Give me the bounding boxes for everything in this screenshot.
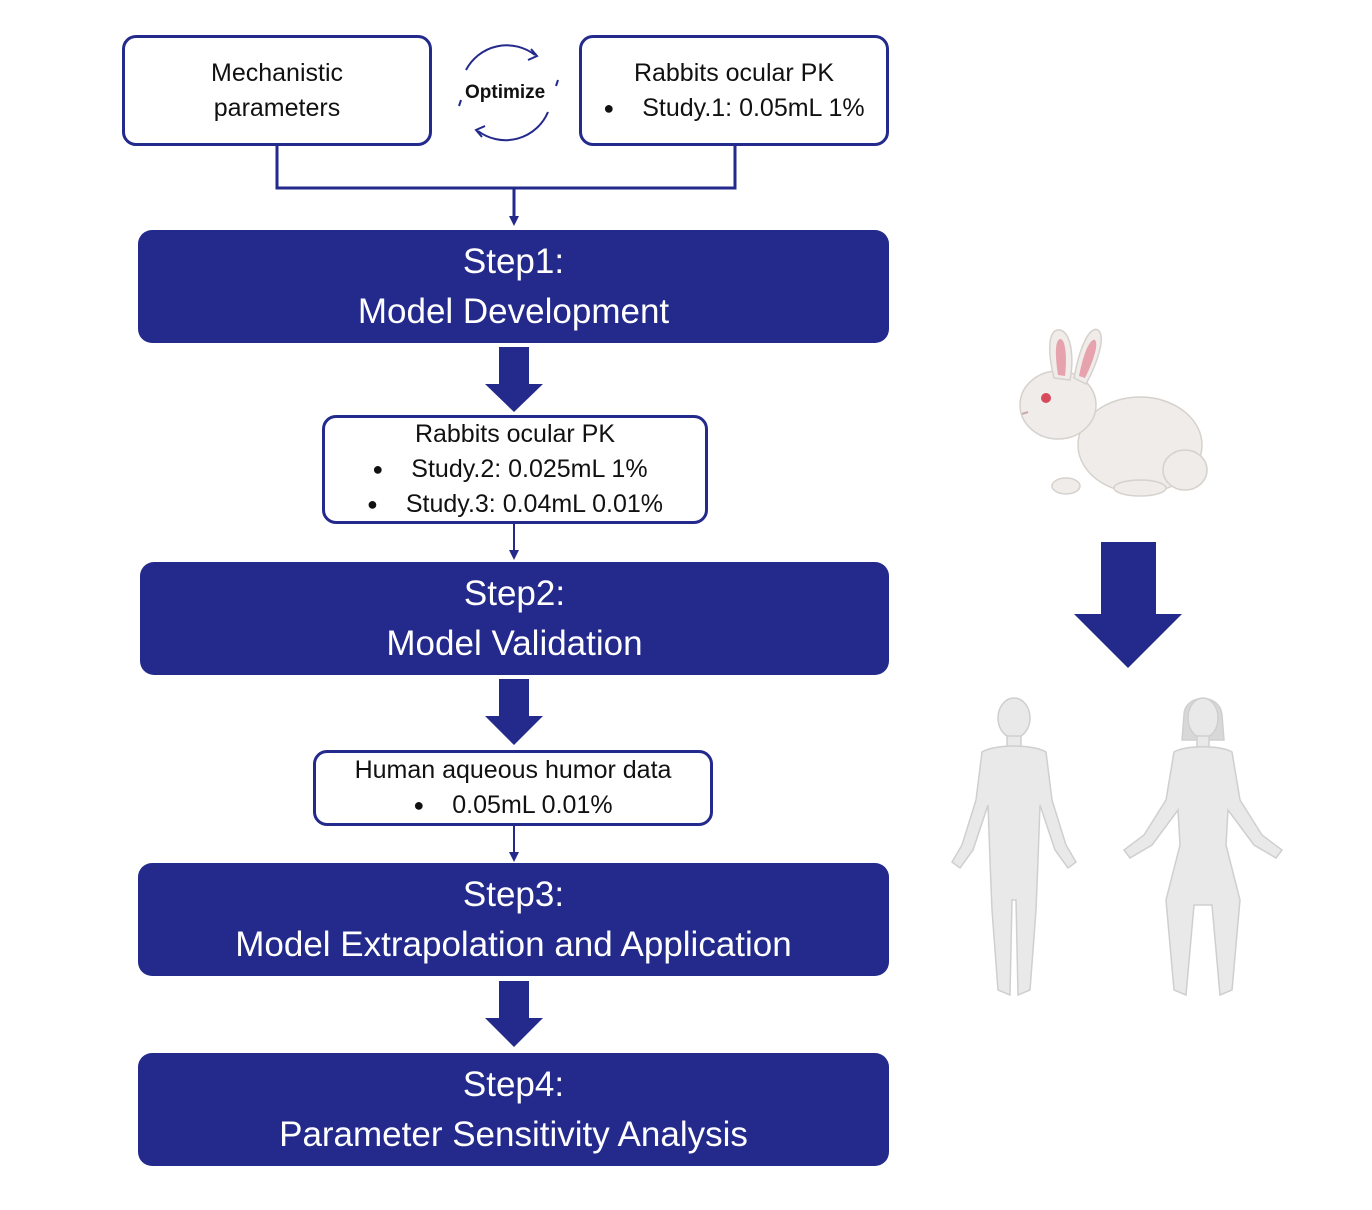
down-arrow-icon xyxy=(485,347,1182,1047)
merge-connector xyxy=(275,146,737,226)
bullet-text: Study.3: 0.04mL 0.01% xyxy=(405,490,663,518)
bullet-text: Study.1: 0.05mL 1% xyxy=(642,93,865,122)
step2-box: Step2: Model Validation xyxy=(140,562,889,675)
human-data-box: Human aqueous humor data ● 0.05mL 0.01% xyxy=(313,750,713,826)
human-male-icon xyxy=(951,697,1077,997)
step4-box: Step4: Parameter Sensitivity Analysis xyxy=(138,1053,889,1166)
mechanistic-parameters-box: Mechanistic parameters xyxy=(122,35,432,146)
bullet-text: 0.05mL 0.01% xyxy=(452,791,613,819)
step3-box: Step3: Model Extrapolation and Applicati… xyxy=(138,863,889,976)
step3-subtitle: Model Extrapolation and Application xyxy=(235,924,792,964)
mechanistic-line1: Mechanistic xyxy=(211,58,343,87)
mechanistic-line2: parameters xyxy=(213,93,341,122)
step4-subtitle: Parameter Sensitivity Analysis xyxy=(279,1114,748,1154)
human-bullet-1: ● 0.05mL 0.01% xyxy=(413,788,612,823)
bullet-dot: ● xyxy=(603,97,615,118)
bullet-text: Study.2: 0.025mL 1% xyxy=(411,455,648,483)
step3-title: Step3: xyxy=(462,874,565,914)
step2-title: Step2: xyxy=(463,573,566,613)
optimize-label: Optimize xyxy=(465,82,546,103)
bullet-dot: ● xyxy=(372,459,384,479)
validation-data-box: Rabbits ocular PK ● Study.2: 0.025mL 1% … xyxy=(322,415,708,524)
step2-subtitle: Model Validation xyxy=(386,623,643,663)
step1-subtitle: Model Development xyxy=(357,291,670,331)
bullet-dot: ● xyxy=(413,795,425,815)
validation-data-title: Rabbits ocular PK xyxy=(414,420,616,448)
step4-title: Step4: xyxy=(462,1064,565,1104)
cycle-arrows-icon xyxy=(458,44,559,142)
bullet-dot: ● xyxy=(367,494,378,514)
rabbit-study1-box: Rabbits ocular PK ● Study.1: 0.05mL 1% xyxy=(579,35,889,146)
step1-title: Step1: xyxy=(462,241,565,281)
human-data-title: Human aqueous humor data xyxy=(354,756,672,784)
step1-box: Step1: Model Development xyxy=(138,230,889,343)
human-female-icon xyxy=(1122,697,1284,997)
rabbit-icon xyxy=(1019,328,1208,497)
rabbit-study1-bullet: ● Study.1: 0.05mL 1% xyxy=(603,91,864,126)
validation-bullet-2: ● Study.3: 0.04mL 0.01% xyxy=(367,487,663,522)
validation-bullet-1: ● Study.2: 0.025mL 1% xyxy=(372,452,647,487)
rabbit-study1-title: Rabbits ocular PK xyxy=(633,58,835,87)
